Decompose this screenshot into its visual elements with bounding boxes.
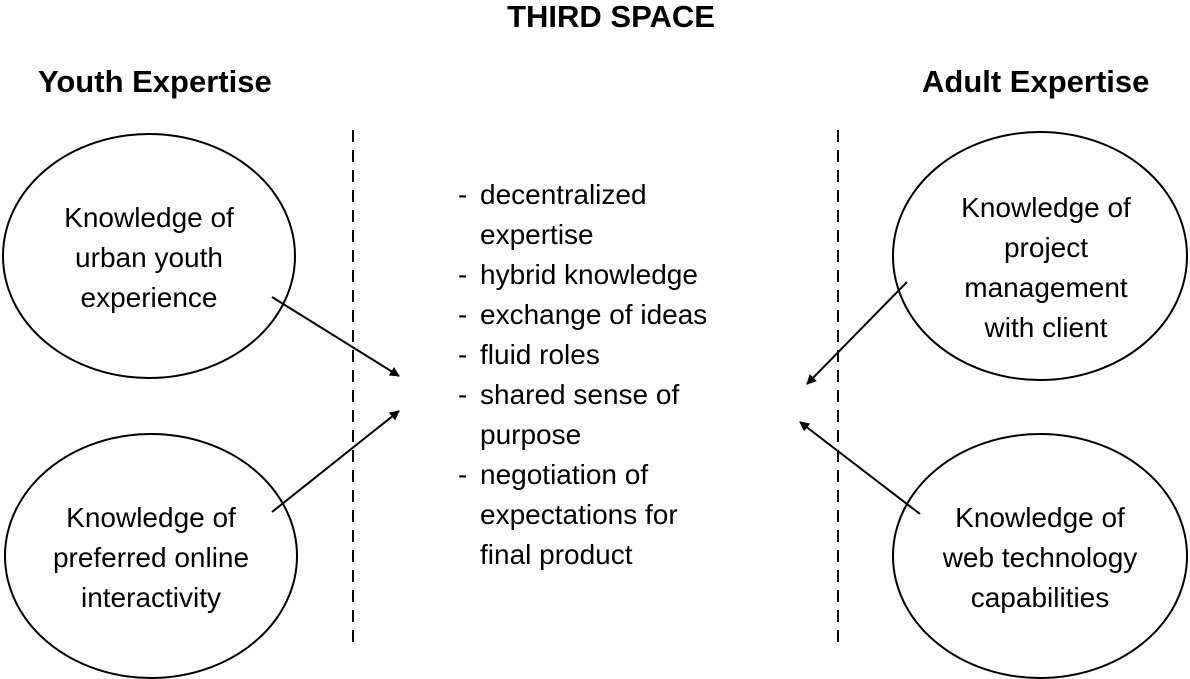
feature-line: hybrid knowledge [480, 259, 698, 290]
diagram-title: THIRD SPACE [507, 0, 715, 34]
youth-expertise-heading: Youth Expertise [38, 64, 272, 99]
feature-dash: - [458, 179, 468, 210]
adult-web-technology-label: Knowledge of web technology capabilities [894, 498, 1186, 618]
feature-item: - decentralized expertise [458, 175, 707, 255]
youth-urban-experience-ellipse [2, 133, 296, 379]
feature-line: decentralized [480, 179, 647, 210]
feature-dash: - [458, 299, 468, 330]
feature-line: final product [480, 539, 633, 570]
feature-dash: - [458, 339, 468, 370]
label-line: with client [984, 312, 1108, 343]
arrow-bottom-right [799, 421, 921, 515]
youth-online-interactivity-label: Knowledge of preferred online interactiv… [6, 498, 296, 618]
feature-line: shared sense of [480, 379, 680, 410]
arrow-top-left [271, 296, 400, 377]
feature-dash: - [458, 459, 468, 490]
adult-project-management-ellipse [892, 131, 1188, 381]
arrow-bottom-left [271, 410, 400, 513]
adult-project-management-label: Knowledge of project management with cli… [900, 188, 1190, 348]
label-line: urban youth [75, 242, 223, 273]
feature-dash: - [458, 259, 468, 290]
feature-line: purpose [480, 419, 582, 450]
label-line: project [1003, 232, 1089, 263]
youth-urban-experience-label: Knowledge of urban youth experience [4, 198, 294, 318]
feature-item: - hybrid knowledge [458, 255, 707, 295]
third-space-features-list: - decentralized expertise - hybrid knowl… [458, 175, 707, 575]
label-line: interactivity [80, 582, 222, 613]
label-line: experience [80, 282, 218, 313]
label-line: preferred online [52, 542, 250, 573]
feature-line: expectations for [480, 499, 678, 530]
label-line: web technology [942, 542, 1138, 573]
feature-line: negotiation of [480, 459, 649, 490]
label-line: Knowledge of [66, 502, 236, 533]
feature-item: - fluid roles [458, 335, 707, 375]
label-line: Knowledge of [64, 202, 234, 233]
feature-item: - exchange of ideas [458, 295, 707, 335]
arrow-top-right [806, 281, 908, 385]
feature-line: exchange of ideas [480, 299, 708, 330]
adult-expertise-heading: Adult Expertise [922, 64, 1150, 99]
youth-online-interactivity-ellipse [4, 433, 298, 679]
feature-dash: - [458, 379, 468, 410]
feature-line: expertise [480, 219, 594, 250]
label-line: management [964, 272, 1128, 303]
feature-item: - negotiation of expectations for final … [458, 455, 707, 575]
feature-line: fluid roles [480, 339, 600, 370]
label-line: Knowledge of [955, 502, 1125, 533]
label-line: Knowledge of [961, 192, 1131, 223]
feature-item: - shared sense of purpose [458, 375, 707, 455]
label-line: capabilities [970, 582, 1110, 613]
adult-web-technology-ellipse [892, 433, 1188, 679]
